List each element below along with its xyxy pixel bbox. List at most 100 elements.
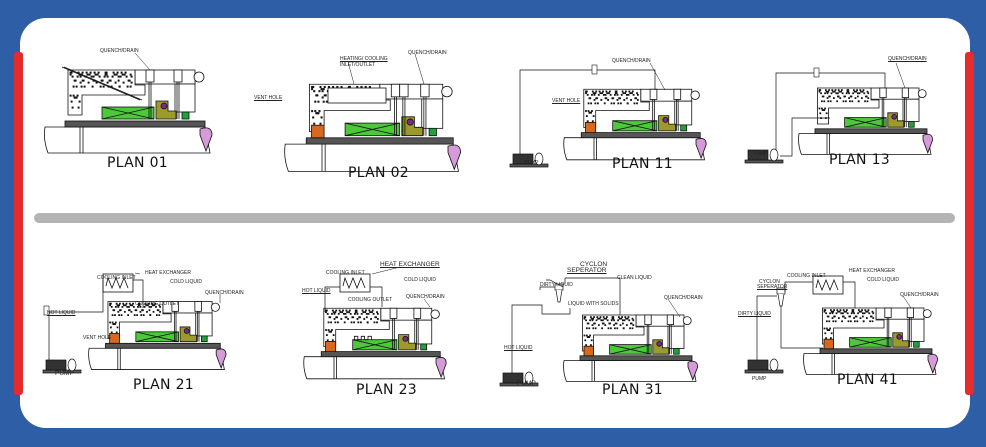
drawing-stroke [313, 122, 316, 125]
drawing-stroke [116, 326, 119, 329]
drawing-stroke [325, 100, 328, 103]
drawing-stroke [829, 312, 831, 315]
seal-schematic [744, 275, 939, 375]
drawing-stroke [603, 317, 606, 320]
quench-drain-label: QUENCH/DRAIN [408, 50, 447, 56]
drawing-stroke [322, 88, 325, 91]
drawing-stroke [821, 100, 823, 103]
drawing-stroke [153, 304, 156, 307]
drawing-stroke [843, 310, 846, 313]
shaft [798, 133, 932, 155]
gland-plate [640, 88, 693, 102]
drawing-stroke [823, 327, 826, 330]
drawing-stroke [356, 85, 359, 89]
o-ring [160, 102, 168, 110]
plan-11-diagram: QUENCH/DRAIN VENT HOLE PUMP [509, 58, 720, 168]
drawing-stroke [129, 304, 132, 307]
port [413, 307, 422, 319]
bolt-head [210, 302, 220, 312]
gasket [913, 341, 920, 348]
plan-41-diagram: HEAT EXCHANGER COOLING INLET COLD LIQUID… [738, 268, 940, 382]
drawing-stroke [592, 115, 595, 118]
pump-casing [534, 152, 544, 166]
drawing-stroke [71, 75, 74, 78]
drawing-stroke [833, 309, 835, 311]
drawing-stroke [602, 322, 604, 325]
pipe [370, 286, 383, 307]
drawing-stroke [623, 99, 626, 101]
quench-drain-label: QUENCH/DRAIN [664, 295, 703, 301]
drawing-stroke [340, 85, 343, 89]
drawing-stroke [620, 317, 623, 320]
drawing-stroke [131, 304, 134, 307]
drawing-stroke [861, 97, 863, 99]
seal-schematic [744, 62, 934, 164]
drawing-stroke [151, 302, 153, 305]
leader-line [371, 266, 401, 275]
drawing-stroke [344, 312, 347, 315]
pump [509, 152, 549, 168]
drawing-stroke [101, 106, 155, 120]
drawing-stroke [585, 319, 587, 322]
drawing-stroke [824, 107, 826, 110]
drawing-stroke [345, 122, 400, 137]
drawing-stroke [636, 99, 639, 101]
gland-body [907, 318, 925, 343]
drawing-stroke [110, 306, 113, 308]
plan-23-diagram: HEAT EXCHANGER COOLING INLET COLD LIQUID… [300, 261, 450, 380]
port [194, 301, 202, 312]
port [171, 301, 179, 312]
quench-drain-label: QUENCH/DRAIN [100, 48, 139, 54]
drawing-stroke [823, 109, 826, 111]
drawing-stroke [76, 94, 79, 97]
heating-jacket [327, 87, 387, 104]
drawing-stroke [594, 92, 597, 95]
drawing-stroke [70, 71, 73, 74]
drawing-stroke [134, 309, 137, 312]
drawing-stroke [628, 319, 631, 322]
drawing-stroke [332, 85, 335, 89]
drawing-stroke [121, 73, 124, 76]
drawing-stroke [860, 310, 863, 313]
drawing-stroke [103, 75, 106, 78]
drawing-stroke [616, 99, 619, 101]
drawing-stroke [598, 90, 601, 93]
drawing-stroke [137, 306, 139, 308]
drawing-stroke [344, 316, 347, 319]
drawing-stroke [365, 309, 367, 312]
drawing-stroke [359, 321, 362, 324]
port [420, 83, 430, 98]
drawing-stroke [369, 311, 372, 314]
drawing-stroke [109, 304, 111, 307]
drawing-stroke [866, 90, 869, 93]
drawing-stroke [126, 85, 129, 88]
drawing-stroke [334, 321, 337, 324]
pumping-ring [354, 335, 372, 341]
drawing-stroke [866, 100, 869, 103]
plan-13-title: PLAN 13 [829, 152, 890, 168]
gland-body [414, 319, 433, 345]
drawing-stroke [106, 75, 109, 78]
cooling-inlet-label: COOLING INLET [97, 275, 136, 281]
drawing-stroke [317, 112, 320, 115]
cooling-outlet-label: COOLING OUTLET [348, 297, 393, 303]
drawing-stroke [597, 317, 599, 320]
dirty-liquid-label: DIRTY LIQUID [540, 282, 573, 288]
drawing-stroke [633, 102, 636, 105]
drawing-stroke [586, 120, 589, 123]
drawing-stroke [842, 309, 845, 311]
drawing-stroke [630, 99, 632, 101]
drawing-stroke [594, 102, 597, 105]
drawing-stroke [587, 110, 590, 112]
pipe [519, 69, 656, 160]
hot-liquid-label: HOT LIQUID [302, 288, 331, 294]
drawing-stroke [83, 85, 86, 88]
drawing-stroke [614, 93, 616, 96]
separator-label: SEPERATOR [757, 284, 788, 290]
drawing-stroke [354, 312, 356, 315]
pipe [784, 281, 813, 292]
drawing-stroke [102, 85, 105, 88]
drawing-stroke [125, 75, 128, 78]
drawing-stroke [588, 336, 591, 338]
drawing-stroke [319, 85, 322, 89]
